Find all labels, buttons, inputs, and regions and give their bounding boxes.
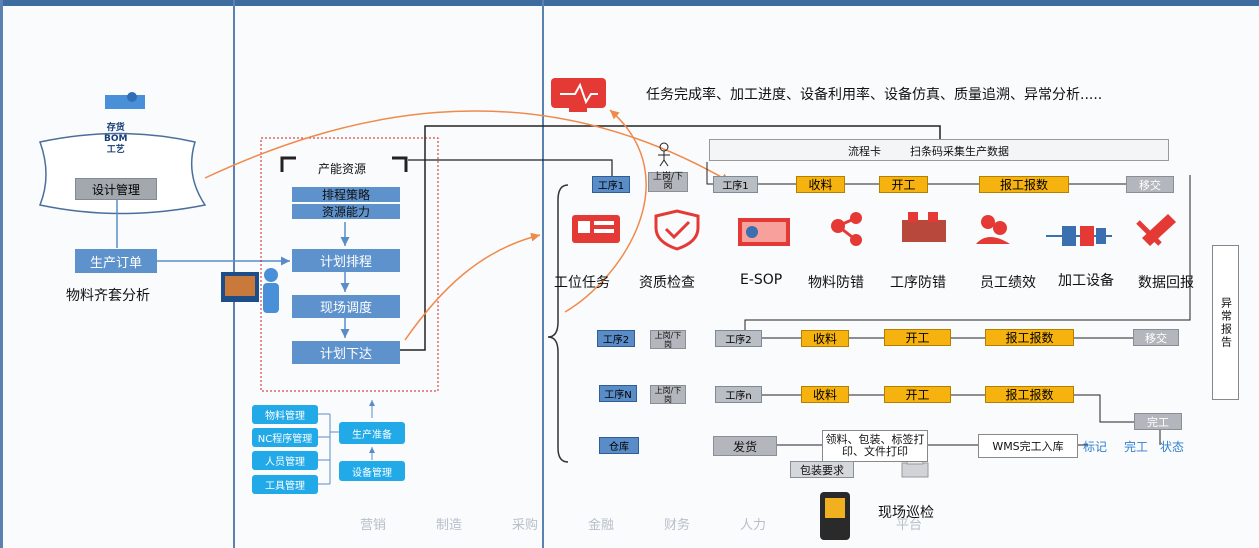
- footer-marketing[interactable]: 营销: [360, 518, 387, 533]
- prep-item-nc[interactable]: NC程序管理: [252, 428, 318, 447]
- exception-report[interactable]: 异常报告: [1212, 245, 1239, 400]
- status-label: 状态: [1160, 440, 1185, 454]
- row2-step-report[interactable]: 报工报数: [985, 329, 1074, 346]
- prep-item-material[interactable]: 物料管理: [252, 405, 318, 424]
- row1-step-receive[interactable]: 收料: [796, 176, 845, 193]
- ship-box[interactable]: 发货: [713, 436, 777, 456]
- complete-label: 完工: [1124, 440, 1149, 454]
- row2-on-off[interactable]: 上岗/下岗: [650, 330, 686, 349]
- dispatch-box[interactable]: 现场调度: [292, 295, 400, 318]
- rown-step-report[interactable]: 报工报数: [985, 386, 1074, 403]
- feature-equipment[interactable]: 加工设备: [1058, 273, 1114, 289]
- flow-card-label: 流程卡: [848, 145, 881, 158]
- warehouse-box[interactable]: 仓库: [599, 437, 639, 454]
- ability-box[interactable]: 资源能力: [292, 204, 400, 219]
- prep-item-tool[interactable]: 工具管理: [252, 475, 318, 494]
- rown-complete[interactable]: 完工: [1134, 413, 1182, 430]
- row1-on-off[interactable]: 上岗/下岗: [648, 172, 688, 192]
- cloud-label-bom: BOM: [104, 134, 128, 144]
- cloud-label-process: 工艺: [106, 145, 125, 155]
- row2-process[interactable]: 工序2: [715, 330, 762, 347]
- feature-performance[interactable]: 员工绩效: [980, 275, 1036, 291]
- row2-handover[interactable]: 移交: [1133, 329, 1179, 346]
- mark-label: 标记: [1083, 440, 1108, 454]
- footer-hr[interactable]: 人力: [740, 518, 767, 533]
- labels-print-box[interactable]: 领料、包装、标签打印、文件打印: [822, 430, 928, 462]
- patrol-label: 现场巡检: [878, 505, 934, 521]
- wms-box[interactable]: WMS完工入库: [978, 434, 1078, 458]
- pack-requirement-box[interactable]: 包装要求: [790, 461, 854, 478]
- release-box[interactable]: 计划下达: [292, 341, 400, 364]
- metrics-text: 任务完成率、加工进度、设备利用率、设备仿真、质量追溯、异常分析.....: [646, 87, 1103, 103]
- prod-order-box[interactable]: 生产订单: [75, 249, 157, 273]
- flow-card-scan: 扫条码采集生产数据: [910, 145, 1009, 158]
- row2-step-receive[interactable]: 收料: [801, 330, 849, 347]
- rown-process-left[interactable]: 工序N: [599, 385, 637, 402]
- prep-item-personnel[interactable]: 人员管理: [252, 451, 318, 470]
- row2-process-left[interactable]: 工序2: [597, 330, 635, 347]
- flow-card-bar: [709, 139, 1169, 161]
- strategy-box[interactable]: 排程策略: [292, 187, 400, 202]
- capacity-title: 产能资源: [318, 162, 367, 176]
- plan-schedule-box[interactable]: 计划排程: [292, 249, 400, 272]
- row1-process[interactable]: 工序1: [713, 176, 758, 193]
- feature-process-errorproof[interactable]: 工序防错: [890, 275, 946, 291]
- row1-process-left[interactable]: 工序1: [592, 176, 630, 193]
- footer-finance[interactable]: 金融: [588, 518, 615, 533]
- cloud-labels: 存货 BOM 工艺: [104, 123, 127, 156]
- feature-qualification[interactable]: 资质检查: [639, 275, 695, 291]
- kitting-analysis: 物料齐套分析: [66, 288, 150, 304]
- design-mgmt-box[interactable]: 设计管理: [75, 178, 157, 200]
- prod-prep-box[interactable]: 生产准备: [339, 422, 405, 444]
- column-divider-2: [542, 0, 544, 548]
- feature-esop[interactable]: E-SOP: [740, 272, 783, 288]
- feature-material-errorproof[interactable]: 物料防错: [808, 275, 864, 291]
- rown-step-receive[interactable]: 收料: [801, 386, 849, 403]
- top-bar: [0, 0, 1259, 6]
- rown-step-start[interactable]: 开工: [884, 386, 951, 403]
- footer-manufacturing[interactable]: 制造: [436, 518, 463, 533]
- rown-process[interactable]: 工序n: [715, 386, 762, 403]
- footer-procurement[interactable]: 采购: [512, 518, 539, 533]
- row1-handover[interactable]: 移交: [1126, 176, 1174, 193]
- rown-on-off[interactable]: 上岗/下岗: [650, 385, 686, 404]
- row1-step-start[interactable]: 开工: [879, 176, 928, 193]
- left-border: [0, 0, 3, 548]
- row2-step-start[interactable]: 开工: [884, 329, 951, 346]
- feature-data-report[interactable]: 数据回报: [1138, 275, 1194, 291]
- cloud-label-inventory: 存货: [106, 123, 125, 133]
- feature-station-task[interactable]: 工位任务: [554, 275, 610, 291]
- footer-platform[interactable]: 平台: [896, 518, 923, 533]
- footer-accounting[interactable]: 财务: [664, 518, 691, 533]
- equip-mgmt-box[interactable]: 设备管理: [339, 461, 405, 481]
- row1-step-report[interactable]: 报工报数: [979, 176, 1069, 193]
